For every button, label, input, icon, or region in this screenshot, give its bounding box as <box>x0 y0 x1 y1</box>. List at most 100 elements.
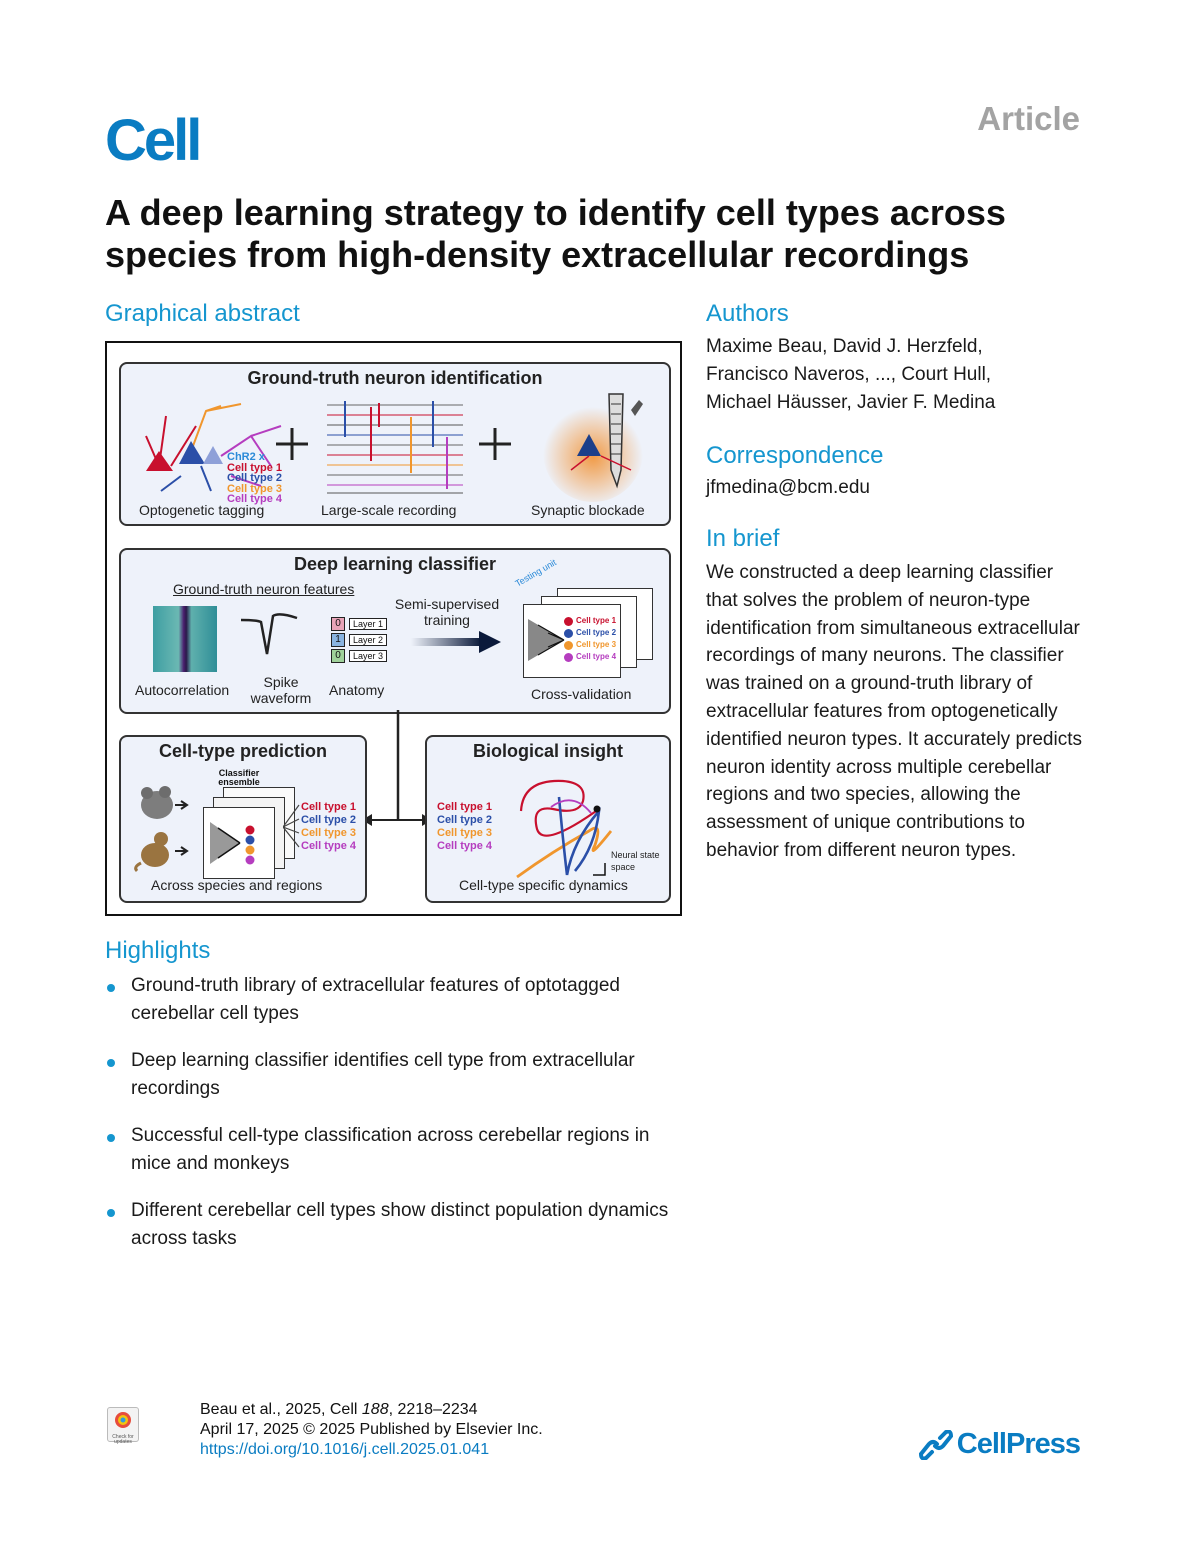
caption-autocorrelation: Autocorrelation <box>135 682 230 698</box>
anatomy-layers: 0 Layer 1 1 Layer 2 0 Layer 3 <box>331 617 388 663</box>
spike-waveform-plot <box>240 613 298 655</box>
cell-type-4-label: Cell type 4 <box>227 493 283 505</box>
connector-arrows <box>362 710 432 826</box>
in-brief-text: We constructed a deep learning classifie… <box>706 562 1082 861</box>
graphical-abstract: Ground-truth neuron identification ChR2 … <box>105 341 682 916</box>
caption-anatomy: Anatomy <box>329 682 385 698</box>
cellpress-logo[interactable]: CellPress <box>918 1428 1081 1461</box>
synaptic-blockade-illustration <box>543 393 643 502</box>
prediction-arrows <box>283 804 300 848</box>
highlights-list: Ground-truth library of extracellular fe… <box>105 972 685 1272</box>
caption-cell-type-dynamics: Cell-type specific dynamics <box>459 877 628 893</box>
panel-insight: Biological insight Cell type 1 Cell type… <box>425 735 671 903</box>
pred-cell-type-4: Cell type 4 <box>301 840 357 852</box>
scale-bar-icon <box>593 863 606 876</box>
check-updates-label: Check for updates <box>112 1434 134 1445</box>
bullet-icon <box>107 1209 115 1217</box>
author-list: Maxime Beau, David J. Herzfeld, Francisc… <box>706 333 1106 416</box>
state-space-label: Neural state space <box>611 850 660 872</box>
correspondence-email[interactable]: jfmedina@bcm.edu <box>706 477 870 498</box>
autocorrelation-heatmap <box>153 606 217 672</box>
citation-pages: , 2218–2234 <box>388 1401 478 1418</box>
panel-prediction: Cell-type prediction Classifier ensemble <box>119 735 367 903</box>
highlight-item: Ground-truth library of extracellular fe… <box>105 972 685 1028</box>
panel-classifier-title: Deep learning classifier <box>293 554 497 574</box>
cv-cell-type-1: Cell type 1 <box>564 615 616 627</box>
check-for-updates-badge[interactable]: Check for updates <box>107 1407 139 1445</box>
authors-heading: Authors <box>706 300 789 327</box>
neurons-illustration <box>145 403 282 492</box>
chr2-label: ChR2 x <box>227 451 265 463</box>
semi-supervised-training-label: Semi-supervised training <box>394 596 500 628</box>
layer-row-1: 0 Layer 1 <box>331 617 388 631</box>
ensemble-network-icon <box>210 822 255 865</box>
highlight-item: Successful cell-type classification acro… <box>105 1122 685 1178</box>
panel-prediction-title: Cell-type prediction <box>158 741 328 761</box>
insight-cell-type-4: Cell type 4 <box>437 840 493 852</box>
cellpress-name: CellPress <box>956 1428 1081 1460</box>
highlight-item: Different cerebellar cell types show dis… <box>105 1197 685 1253</box>
panel-ground-truth-title: Ground-truth neuron identification <box>247 368 543 388</box>
panel-insight-title: Biological insight <box>472 741 623 761</box>
panel-classifier: Deep learning classifier Ground-truth ne… <box>119 548 671 714</box>
cv-cell-type-2-label: Cell type 2 <box>576 628 617 637</box>
recording-traces-illustration <box>327 401 463 494</box>
panel-ground-truth: Ground-truth neuron identification ChR2 … <box>119 362 671 526</box>
prediction-legend: Cell type 1 Cell type 2 Cell type 3 Cell… <box>301 801 356 853</box>
plus-icon <box>276 428 308 460</box>
insight-legend: Cell type 1 Cell type 2 Cell type 3 Cell… <box>437 801 492 853</box>
bullet-icon <box>107 1059 115 1067</box>
caption-spike-waveform: Spike waveform <box>250 674 312 706</box>
cv-cell-type-3: Cell type 3 <box>564 639 616 651</box>
citation-footer: Beau et al., 2025, Cell 188, 2218–2234 A… <box>200 1400 543 1460</box>
highlight-text-1: Ground-truth library of extracellular fe… <box>131 975 620 1024</box>
layer-2-flag: 1 <box>331 633 345 647</box>
citation-volume: 188 <box>361 1401 389 1418</box>
neural-trajectories-plot <box>516 779 613 879</box>
bullet-icon <box>107 984 115 992</box>
highlights-heading: Highlights <box>105 937 211 964</box>
check-updates-icon <box>115 1412 131 1428</box>
cv-cell-type-1-label: Cell type 1 <box>576 616 617 625</box>
network-icon <box>528 619 565 661</box>
caption-large-scale-recording: Large-scale recording <box>321 502 457 518</box>
insight-cell-type-2: Cell type 2 <box>437 814 493 826</box>
author-line-3: Michael Häusser, Javier F. Medina <box>706 391 996 413</box>
copyright-line: April 17, 2025 © 2025 Published by Elsev… <box>200 1421 543 1438</box>
layer-2-label: Layer 2 <box>349 634 388 646</box>
highlight-item: Deep learning classifier identifies cell… <box>105 1047 685 1103</box>
in-brief-heading: In brief <box>706 525 780 552</box>
ground-truth-features-label: Ground-truth neuron features <box>173 581 355 597</box>
cell-type-3-label: Cell type 3 <box>227 482 283 495</box>
cv-card-front: Cell type 1 Cell type 2 Cell type 3 Cell… <box>523 604 621 678</box>
bullet-icon <box>107 1134 115 1142</box>
cell-type-2-label: Cell type 2 <box>227 472 283 484</box>
pred-cell-type-1: Cell type 1 <box>301 801 357 813</box>
pred-cell-type-2: Cell type 2 <box>301 814 357 826</box>
highlight-text-3: Successful cell-type classification acro… <box>131 1125 650 1174</box>
cv-legend: Cell type 1 Cell type 2 Cell type 3 Cell… <box>564 615 616 663</box>
article-title: A deep learning strategy to identify cel… <box>105 192 1006 275</box>
correspondence-heading: Correspondence <box>706 442 884 469</box>
cell-type-1-label: Cell type 1 <box>227 461 283 474</box>
caption-across-species: Across species and regions <box>151 877 323 893</box>
layer-1-flag: 0 <box>331 617 345 631</box>
caption-cross-validation: Cross-validation <box>531 686 632 702</box>
cv-cell-type-2: Cell type 2 <box>564 627 616 639</box>
cv-cell-type-3-label: Cell type 3 <box>576 640 617 649</box>
insight-cell-type-1: Cell type 1 <box>437 801 493 813</box>
doi-link[interactable]: https://doi.org/10.1016/j.cell.2025.01.0… <box>200 1441 490 1458</box>
ensemble-card-front <box>203 807 275 879</box>
cv-cell-type-4: Cell type 4 <box>564 651 616 663</box>
citation-line: Beau et al., 2025, Cell 188, 2218–2234 <box>200 1400 543 1420</box>
classifier-ensemble-label: Classifier ensemble <box>218 768 260 787</box>
caption-synaptic-blockade: Synaptic blockade <box>531 502 645 518</box>
caption-optogenetic-tagging: Optogenetic tagging <box>139 502 265 518</box>
layer-3-flag: 0 <box>331 649 345 663</box>
layer-row-2: 1 Layer 2 <box>331 633 388 647</box>
author-line-2: Francisco Naveros, ..., Court Hull, <box>706 363 992 385</box>
layer-row-3: 0 Layer 3 <box>331 649 388 663</box>
mouse-monkey-icons <box>134 786 189 873</box>
author-line-1: Maxime Beau, David J. Herzfeld, <box>706 336 983 357</box>
layer-3-label: Layer 3 <box>349 650 388 662</box>
